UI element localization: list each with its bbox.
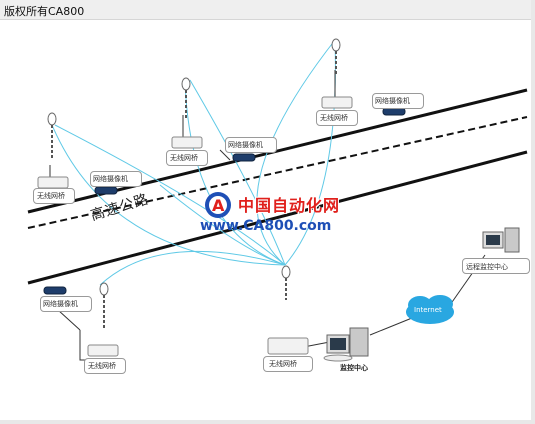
camera-label-3: 网络摄像机 [375,97,410,105]
remote-center-label: 远程监控中心 [466,263,508,271]
camera-node-4 [40,296,92,312]
title-bar: 版权所有CA800 [0,0,535,20]
remote-center-node [462,258,530,274]
camera-label-4: 网络摄像机 [43,300,78,308]
camera-node-1 [90,171,142,187]
right-border [531,0,535,424]
watermark-cn: 中国自动化网 [238,196,341,215]
bridge-label-3: 无线网桥 [320,114,348,122]
bridge-label-5: 无线网桥 [269,360,297,368]
camera-label-2: 网络摄像机 [228,141,263,149]
camera-node-2 [225,137,277,153]
bottom-border [0,420,535,424]
internet-label: Internet [414,306,442,314]
camera-node-3 [372,93,424,109]
internet-cloud-icon [406,295,454,324]
camera-icon [43,107,406,295]
bridge-label-2: 无线网桥 [170,154,198,162]
camera-label-1: 网络摄像机 [93,175,128,183]
bridge-node-3 [316,110,358,126]
bridge-node-1 [33,188,75,204]
bridge-device-icon [37,96,353,357]
antenna-icon [47,38,341,330]
logo-letter: A [212,196,225,215]
bridge-node-4 [84,358,126,374]
remote-computer-icon [482,227,520,253]
computer-icon [323,327,369,362]
ca800-logo-icon: A [205,192,231,218]
monitor-center-label: 监控中心 [340,364,368,372]
watermark-url: www.CA800.com [200,218,332,234]
bridge-label-4: 无线网桥 [88,362,116,370]
bridge-label-1: 无线网桥 [37,192,65,200]
bridge-node-5 [263,356,313,372]
copyright-text: 版权所有CA800 [4,5,85,18]
wireless-links [51,39,336,286]
bridge-node-2 [166,150,208,166]
